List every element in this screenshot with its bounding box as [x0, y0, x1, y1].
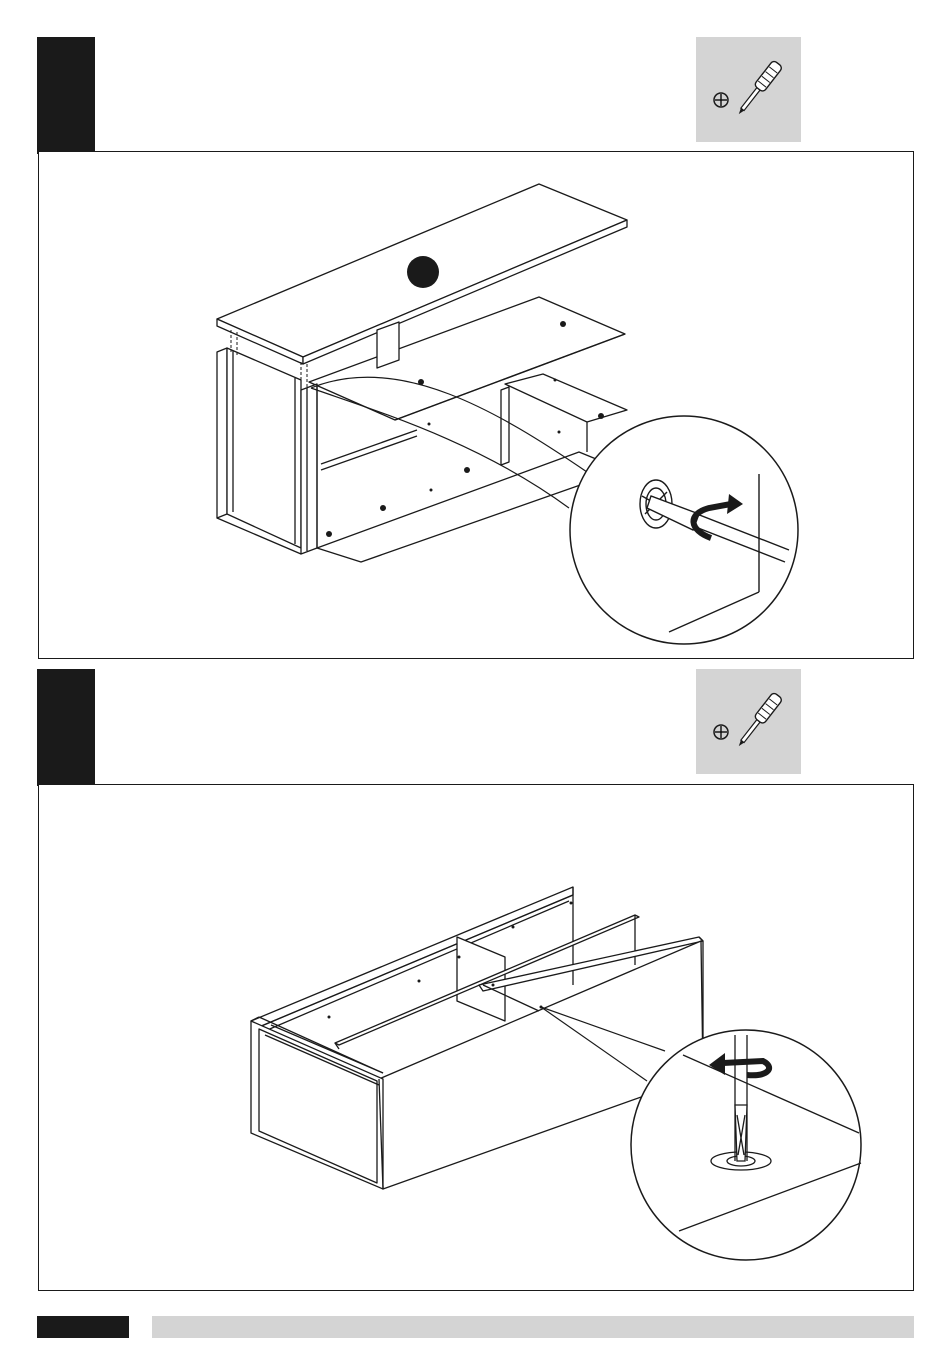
detail-magnifier-1 — [570, 416, 798, 644]
tool-box-2 — [696, 669, 801, 774]
phillips-screwdriver-icon — [696, 669, 801, 774]
footer-bar — [152, 1316, 914, 1338]
step-marker-1 — [37, 37, 95, 154]
step-marker-2 — [37, 669, 95, 786]
phillips-screwdriver-icon — [696, 37, 801, 142]
filled-circle-marker — [407, 256, 439, 288]
tool-box-1 — [696, 37, 801, 142]
step-2-panel — [38, 784, 914, 1291]
step-2-illustration — [39, 785, 915, 1292]
step-1-panel — [38, 151, 914, 659]
page-number-block — [37, 1316, 129, 1338]
step-1-illustration — [39, 152, 915, 660]
